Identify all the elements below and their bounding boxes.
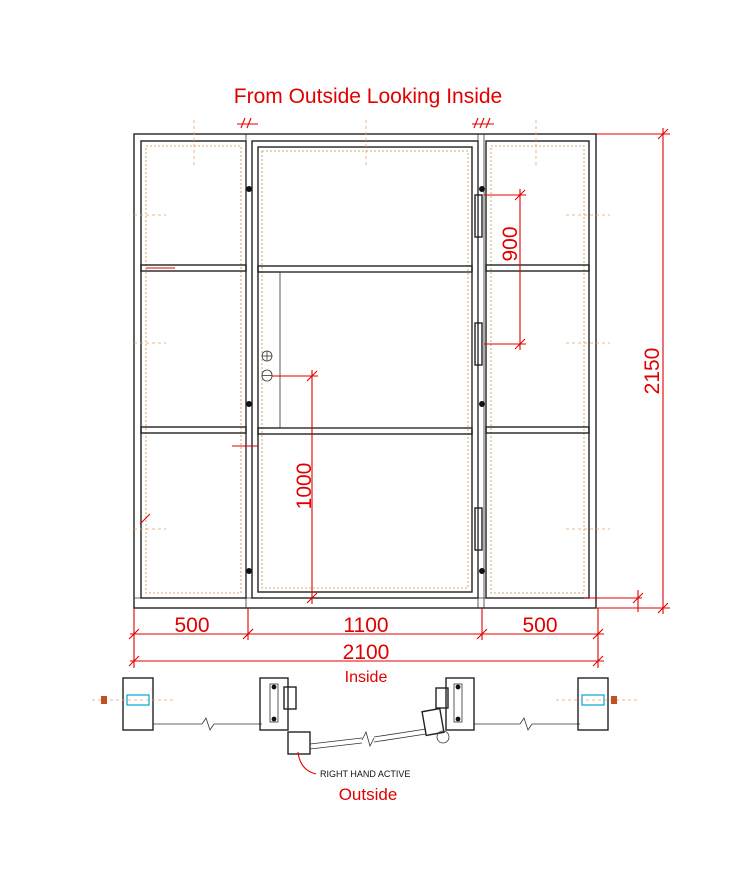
elevation-view: [133, 117, 610, 609]
dimension-lines: [128, 128, 670, 668]
dim-overall-height: 2150: [641, 348, 664, 395]
dim-left-sidelite: 500: [174, 614, 209, 637]
dim-handle-height: 1000: [293, 463, 316, 510]
bolt-dots: [246, 186, 485, 574]
right-sidelite: [485, 140, 590, 599]
dim-overall-width: 2100: [343, 641, 390, 664]
hinges: [474, 194, 483, 551]
door-leaf: [251, 134, 485, 608]
dim-door-width: 1100: [343, 614, 388, 637]
plan-view: Inside: [92, 669, 640, 804]
plan-inside-label: Inside: [345, 669, 388, 686]
drawing-title: From Outside Looking Inside: [234, 85, 502, 108]
glass-centerlines: [134, 120, 610, 530]
dimension-labels: 500 1100 500 2100 2150 900 1000: [174, 226, 664, 664]
dim-hinge-spacing: 900: [499, 226, 522, 261]
plan-outside-label: Outside: [339, 785, 398, 804]
handle-lock: [261, 350, 273, 382]
top-break-marks: [237, 117, 494, 129]
dim-right-sidelite: 500: [522, 614, 557, 637]
left-sidelite: [140, 134, 247, 608]
plan-swing-note: RIGHT HAND ACTIVE: [320, 769, 410, 779]
